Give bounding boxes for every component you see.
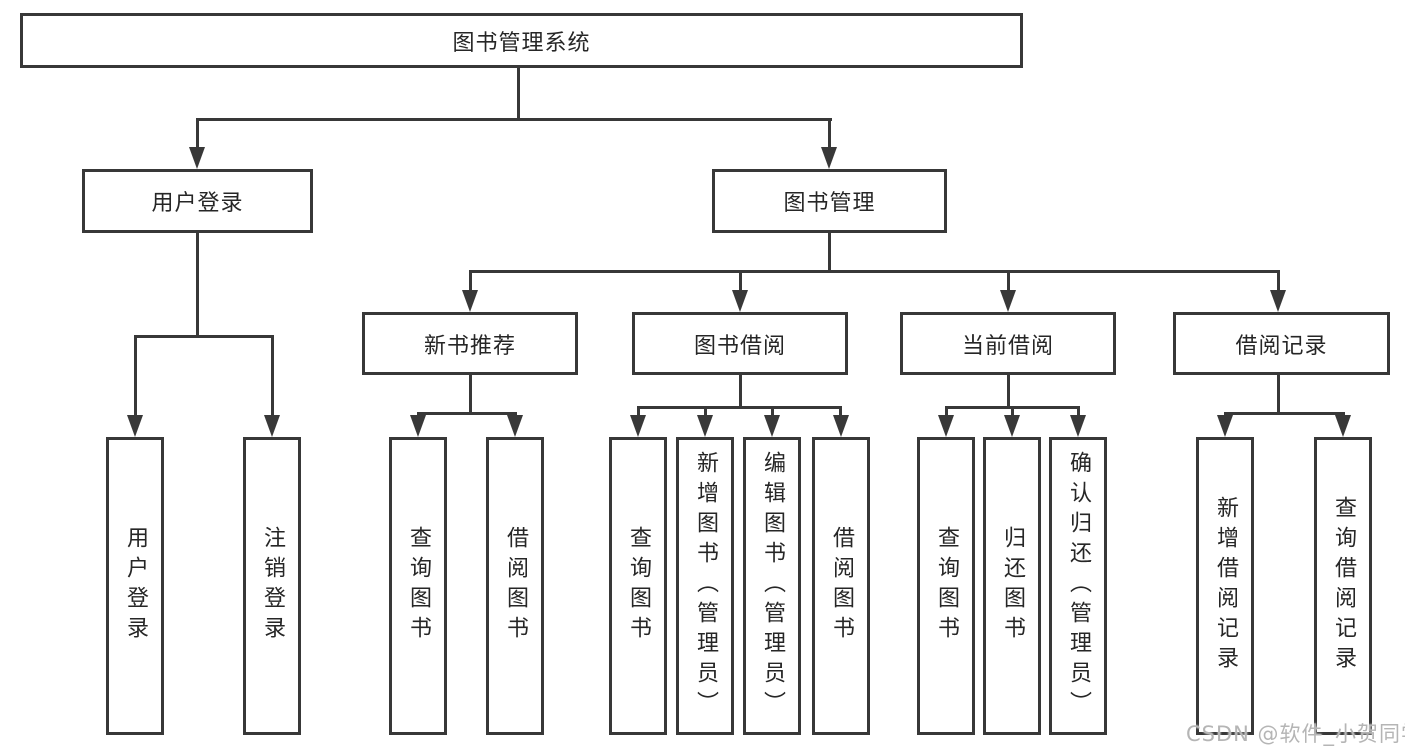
csdn-watermark: CSDN @软件_小贺同学 bbox=[1186, 722, 1405, 746]
arrow-down-icon bbox=[938, 415, 954, 437]
connector-stem-leaf bbox=[839, 406, 842, 417]
arrow-down-icon bbox=[833, 415, 849, 437]
connector-root-stem bbox=[517, 68, 520, 118]
arrow-down-icon bbox=[507, 415, 523, 437]
arrow-down-icon bbox=[1000, 290, 1016, 312]
leaf-label: 查询借阅记录 bbox=[1331, 496, 1356, 676]
arrow-down-icon bbox=[1335, 415, 1351, 437]
connector-stem bbox=[739, 374, 742, 408]
leaf-edit-book-admin: 编辑图书（管理员） bbox=[743, 437, 801, 735]
connector-user-login-bar bbox=[134, 335, 274, 338]
leaf-borrow-book: 借阅图书 bbox=[812, 437, 870, 735]
node-user-login: 用户登录 bbox=[82, 169, 313, 233]
node-borrow-record: 借阅记录 bbox=[1173, 312, 1390, 375]
leaf-confirm-return-admin: 确认归还（管理员） bbox=[1049, 437, 1107, 735]
leaf-user-login: 用户登录 bbox=[106, 437, 164, 735]
arrow-down-icon bbox=[127, 415, 143, 437]
leaf-query-book-current: 查询图书 bbox=[917, 437, 975, 735]
node-book-borrow-label: 图书借阅 bbox=[693, 333, 786, 359]
connector-stem-leaf bbox=[271, 335, 274, 419]
connector-user-login-stem bbox=[196, 233, 199, 337]
leaf-label: 新增图书（管理员） bbox=[693, 451, 718, 721]
leaf-borrow-book-recommend: 借阅图书 bbox=[486, 437, 544, 735]
arrow-down-icon bbox=[264, 415, 280, 437]
leaf-label: 注销登录 bbox=[260, 526, 285, 646]
leaf-label: 借阅图书 bbox=[503, 526, 528, 646]
connector-stem-user-login bbox=[196, 118, 199, 150]
connector-stem-leaf bbox=[945, 406, 948, 417]
connector-stem-l3 bbox=[469, 270, 472, 294]
arrow-down-icon bbox=[462, 290, 478, 312]
arrow-down-icon bbox=[410, 415, 426, 437]
connector-stem-l3 bbox=[739, 270, 742, 294]
leaf-query-borrow-record: 查询借阅记录 bbox=[1314, 437, 1372, 735]
node-user-login-label: 用户登录 bbox=[151, 191, 244, 216]
leaf-logout: 注销登录 bbox=[243, 437, 301, 735]
leaf-query-book-recommend: 查询图书 bbox=[389, 437, 447, 735]
connector-bar bbox=[1224, 412, 1345, 415]
arrow-down-icon bbox=[732, 290, 748, 312]
leaf-label: 借阅图书 bbox=[829, 526, 854, 646]
leaf-label: 编辑图书（管理员） bbox=[760, 451, 785, 721]
connector-book-mgmt-stem bbox=[828, 233, 831, 273]
connector-stem-book-mgmt bbox=[828, 118, 831, 150]
leaf-label: 用户登录 bbox=[123, 526, 148, 646]
connector-bar bbox=[637, 406, 842, 409]
leaf-label: 归还图书 bbox=[1000, 526, 1025, 646]
arrow-down-icon bbox=[630, 415, 646, 437]
node-new-book-recommend: 新书推荐 bbox=[362, 312, 578, 375]
arrow-down-icon bbox=[1217, 415, 1233, 437]
connector-l3-bar bbox=[469, 270, 1280, 273]
connector-stem-l3 bbox=[1007, 270, 1010, 294]
leaf-add-borrow-record: 新增借阅记录 bbox=[1196, 437, 1254, 735]
arrow-down-icon bbox=[821, 147, 837, 169]
connector-stem-leaf bbox=[1077, 406, 1080, 417]
connector-stem-leaf bbox=[637, 406, 640, 417]
leaf-label: 查询图书 bbox=[626, 526, 651, 646]
node-root-label: 图书管理系统 bbox=[452, 30, 591, 56]
node-current-borrow-label: 当前借阅 bbox=[961, 333, 1054, 359]
arrow-down-icon bbox=[764, 415, 780, 437]
leaf-return-book: 归还图书 bbox=[983, 437, 1041, 735]
leaf-label: 确认归还（管理员） bbox=[1066, 451, 1091, 721]
connector-stem-leaf bbox=[134, 335, 137, 419]
node-book-management-label: 图书管理 bbox=[783, 191, 876, 216]
connector-stem-leaf bbox=[1011, 406, 1014, 417]
leaf-query-book-borrow: 查询图书 bbox=[609, 437, 667, 735]
node-current-borrow: 当前借阅 bbox=[900, 312, 1116, 375]
arrow-down-icon bbox=[1004, 415, 1020, 437]
connector-stem-l3 bbox=[1277, 270, 1280, 294]
connector-l1-bar bbox=[196, 118, 832, 121]
leaf-label: 查询图书 bbox=[934, 526, 959, 646]
node-root: 图书管理系统 bbox=[20, 13, 1023, 68]
arrow-down-icon bbox=[189, 147, 205, 169]
arrow-down-icon bbox=[1070, 415, 1086, 437]
node-new-book-recommend-label: 新书推荐 bbox=[423, 333, 516, 359]
connector-stem bbox=[1277, 374, 1280, 414]
arrow-down-icon bbox=[697, 415, 713, 437]
connector-bar bbox=[417, 412, 517, 415]
connector-stem-leaf bbox=[704, 406, 707, 417]
leaf-label: 新增借阅记录 bbox=[1213, 496, 1238, 676]
arrow-down-icon bbox=[1270, 290, 1286, 312]
node-book-borrow: 图书借阅 bbox=[632, 312, 848, 375]
node-borrow-record-label: 借阅记录 bbox=[1235, 333, 1328, 359]
connector-stem bbox=[469, 374, 472, 414]
leaf-add-book-admin: 新增图书（管理员） bbox=[676, 437, 734, 735]
connector-stem-leaf bbox=[771, 406, 774, 417]
connector-stem bbox=[1007, 374, 1010, 408]
leaf-label: 查询图书 bbox=[406, 526, 431, 646]
node-book-management: 图书管理 bbox=[712, 169, 947, 233]
